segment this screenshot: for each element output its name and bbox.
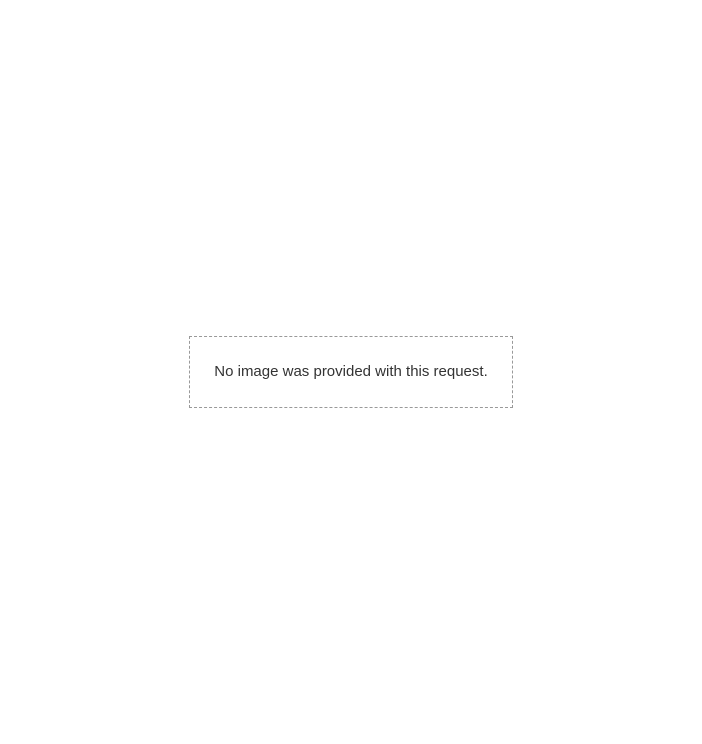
missing-image-notice: No image was provided with this request. [189,335,513,409]
